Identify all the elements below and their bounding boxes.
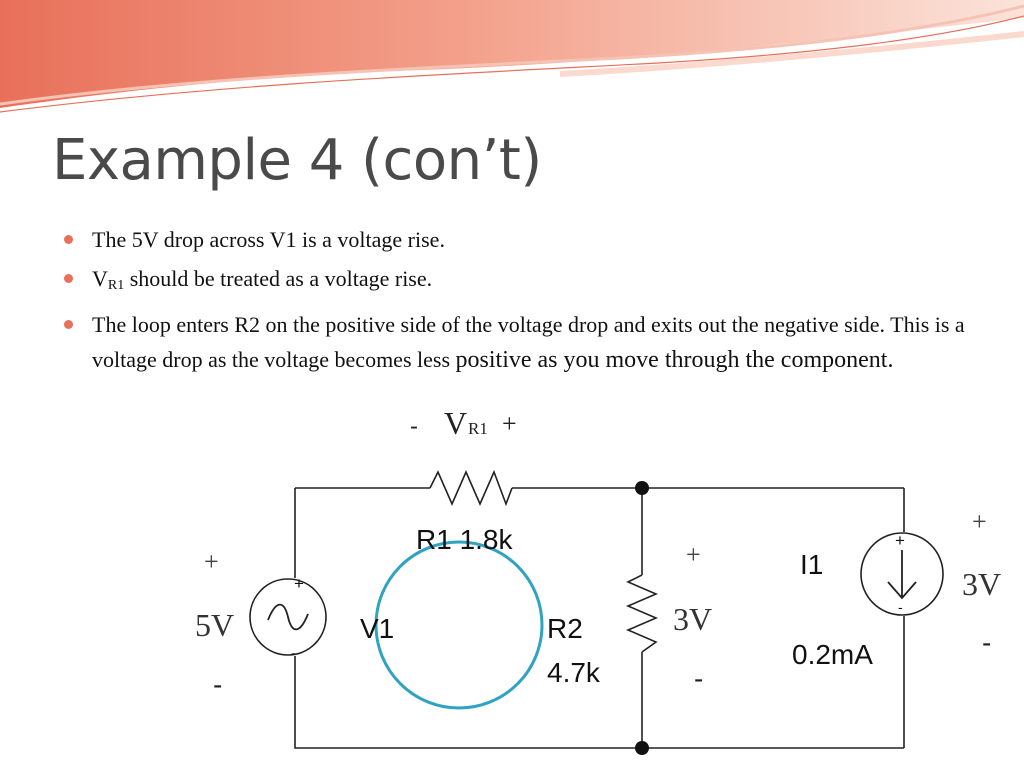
bullet-text: The loop enters R2 on the positive side …: [92, 312, 965, 372]
v1-voltage-value: 5V: [195, 607, 234, 643]
sine-wave-icon: [267, 603, 309, 631]
vr1-minus-label: -: [410, 413, 418, 440]
i1-label: I1: [800, 549, 823, 580]
i1-voltage-value: 3V: [962, 566, 1001, 602]
bullet-text: The 5V drop across V1 is a voltage rise.: [92, 227, 445, 252]
vr1-label: V: [444, 405, 467, 441]
r2-voltage-value: 3V: [673, 601, 712, 637]
bullet-icon: [64, 320, 73, 329]
r2-minus-marker: -: [694, 663, 703, 694]
v1-source-minus: -: [291, 645, 296, 662]
i1-plus-marker: +: [972, 507, 987, 536]
arrow-down-icon: [887, 550, 917, 600]
r2-label: R2: [547, 613, 583, 644]
bullet-icon: [64, 235, 73, 244]
bullet-text-subscript: R1: [107, 278, 125, 293]
bullet-text-symbol: V: [92, 266, 108, 291]
vr1-plus-label: +: [502, 409, 517, 438]
i1-value: 0.2mA: [792, 639, 873, 670]
i1-source-minus: -: [898, 599, 903, 615]
junction-dot: [635, 741, 649, 755]
vr1-subscript: R1: [468, 419, 488, 438]
v1-plus-marker: +: [204, 547, 219, 576]
bullet-icon: [64, 274, 73, 283]
kvl-loop-icon: [374, 540, 544, 710]
junction-dot: [635, 481, 649, 495]
header-banner: [0, 0, 1024, 113]
r2-plus-marker: +: [686, 540, 701, 569]
i1-minus-marker: -: [982, 627, 991, 658]
r1-label: R1 1.8k: [416, 524, 513, 555]
bullet-item: VR1 should be treated as a voltage rise.: [62, 261, 992, 303]
bullet-item: The loop enters R2 on the positive side …: [62, 307, 992, 378]
slide-title: Example 4 (con’t): [52, 128, 542, 193]
v1-source-plus: +: [294, 574, 304, 593]
r2-value: 4.7k: [547, 657, 601, 688]
resistor-r2-icon: [625, 574, 659, 653]
bullet-item: The 5V drop across V1 is a voltage rise.: [62, 222, 992, 257]
resistor-r1-icon: [429, 469, 513, 507]
bullet-text: as you move through the component.: [531, 347, 894, 373]
bullet-text-emphasis: positive: [455, 347, 532, 373]
v1-label: V1: [360, 613, 394, 644]
bullet-list: The 5V drop across V1 is a voltage rise.…: [62, 222, 992, 382]
i1-source-plus: +: [895, 531, 905, 550]
v1-minus-marker: -: [213, 669, 222, 700]
bullet-text: should be treated as a voltage rise.: [124, 266, 433, 291]
wire: [294, 656, 904, 749]
circuit-wires: [294, 487, 905, 749]
